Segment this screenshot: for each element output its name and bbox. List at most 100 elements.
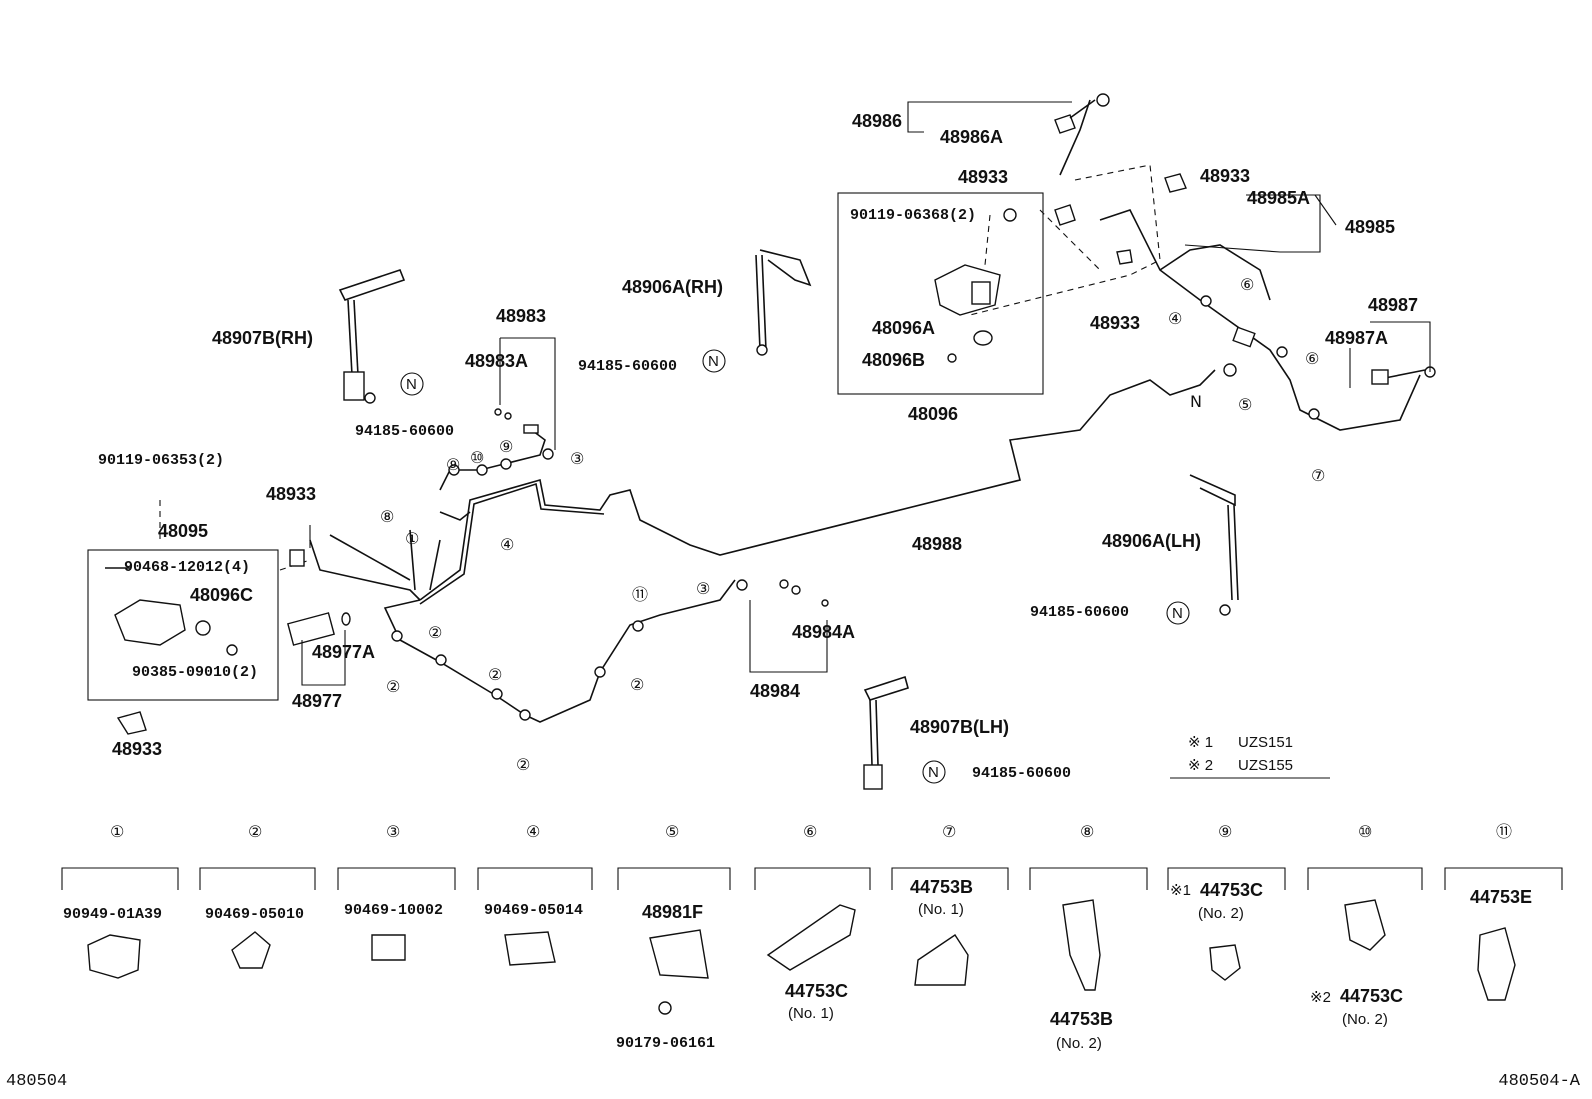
label-48988: 48988	[912, 534, 962, 554]
label-94185-lh2: 94185-60600	[972, 765, 1071, 782]
clip-9-part: 44753C	[1200, 880, 1263, 900]
label-48933-bl: 48933	[112, 739, 162, 759]
box-48095	[87, 549, 279, 701]
label-90119-06353: 90119-06353(2)	[98, 452, 224, 469]
clip-row-brackets	[61, 867, 1563, 890]
svg-text:⑦: ⑦	[1311, 466, 1325, 485]
svg-text:②: ②	[428, 623, 442, 642]
label-48983A: 48983A	[465, 351, 528, 371]
clip-1-part: 90949-01A39	[63, 906, 162, 923]
clip-2-part: 90469-05010	[205, 906, 304, 923]
label-48984A: 48984A	[792, 622, 855, 642]
svg-text:④: ④	[526, 822, 540, 841]
svg-text:⑥: ⑥	[1240, 275, 1254, 294]
label-48096: 48096	[908, 404, 958, 424]
label-48096A: 48096A	[872, 318, 935, 338]
label-48095: 48095	[158, 521, 208, 541]
svg-text:N: N	[406, 376, 417, 393]
svg-text:N: N	[1190, 392, 1202, 411]
label-94185-rh1: 94185-60600	[578, 358, 677, 375]
clip-8-part: 44753B	[1050, 1009, 1113, 1029]
label-90385-09010: 90385-09010(2)	[132, 664, 258, 681]
clip-4-part: 90469-05014	[484, 902, 583, 919]
clip-6-part: 44753C	[785, 981, 848, 1001]
clip-row-numbers: ① ② ③ ④ ⑤ ⑥ ⑦ ⑧ ⑨ ⑩ ⑪	[110, 822, 1512, 841]
label-48987: 48987	[1368, 295, 1418, 315]
pipe-nodes	[391, 295, 1320, 721]
svg-text:③: ③	[570, 449, 584, 468]
clip-10-mark: ※2	[1310, 989, 1331, 1006]
label-48096B: 48096B	[862, 350, 925, 370]
svg-text:②: ②	[516, 755, 530, 774]
svg-text:N: N	[928, 764, 939, 781]
svg-text:④: ④	[1168, 309, 1182, 328]
label-48983: 48983	[496, 306, 546, 326]
n-callouts: N N N N	[400, 349, 1190, 784]
link-48906A-rh	[755, 249, 812, 356]
diagram-id-right: 480504-A	[1498, 1072, 1580, 1091]
svg-text:⑪: ⑪	[632, 585, 648, 604]
svg-text:⑨: ⑨	[1218, 822, 1232, 841]
label-48977A: 48977A	[312, 642, 375, 662]
svg-text:N: N	[1172, 605, 1183, 622]
label-48906A-rh: 48906A(RH)	[622, 277, 723, 297]
clip-11-part: 44753E	[1470, 887, 1532, 907]
clip-9-sub: (No. 2)	[1198, 905, 1244, 922]
link-48906A-lh	[1189, 474, 1239, 616]
label-48096C: 48096C	[190, 585, 253, 605]
label-48985A: 48985A	[1247, 188, 1310, 208]
legend-mark-1: ※ 1	[1188, 734, 1213, 751]
label-48977: 48977	[292, 691, 342, 711]
svg-text:⑥: ⑥	[1305, 349, 1319, 368]
svg-text:①: ①	[110, 822, 124, 841]
svg-text:⑩: ⑩	[470, 448, 484, 467]
clip-7-part: 44753B	[910, 877, 973, 897]
clip-sketches	[87, 899, 1516, 1015]
svg-text:②: ②	[488, 665, 502, 684]
label-48933-tr: 48933	[1200, 166, 1250, 186]
label-48933-top: 48933	[958, 167, 1008, 187]
clip-10-part: 44753C	[1340, 986, 1403, 1006]
svg-text:⑦: ⑦	[942, 822, 956, 841]
label-48906A-lh: 48906A(LH)	[1102, 531, 1201, 551]
svg-text:⑤: ⑤	[665, 822, 679, 841]
height-sensor-48907B-rh	[338, 269, 406, 404]
svg-text:⑨: ⑨	[499, 437, 513, 456]
label-48986: 48986	[852, 111, 902, 131]
svg-text:②: ②	[248, 822, 262, 841]
label-90468-12012: 90468-12012(4)	[124, 559, 250, 576]
svg-text:N: N	[708, 353, 719, 370]
clip-7-sub: (No. 1)	[918, 901, 964, 918]
legend-text-1: UZS151	[1238, 734, 1293, 751]
svg-text:⑩: ⑩	[1358, 822, 1372, 841]
main-pipe-48988	[419, 369, 1216, 601]
svg-text:⑧: ⑧	[380, 507, 394, 526]
label-94185-lh1: 94185-60600	[1030, 604, 1129, 621]
label-48933-left: 48933	[266, 484, 316, 504]
svg-text:⑨: ⑨	[446, 455, 460, 474]
clip-3-part: 90469-10002	[344, 902, 443, 919]
svg-text:②: ②	[386, 677, 400, 696]
svg-text:⑪: ⑪	[1496, 822, 1512, 841]
box-48096	[837, 192, 1044, 395]
clip-8-sub: (No. 2)	[1056, 1035, 1102, 1052]
legend-mark-2: ※ 2	[1188, 757, 1213, 774]
part-48977	[287, 612, 351, 686]
diagram-callouts: ① ② ② ② ② ② ③ ③ ④ ④ ⑤ ⑥ ⑥ ⑦ ⑧ ⑨ ⑨ ⑩ ⑪ N	[380, 275, 1325, 774]
svg-text:④: ④	[500, 535, 514, 554]
clip-6-sub: (No. 1)	[788, 1005, 834, 1022]
clip-9-mark: ※1	[1170, 882, 1191, 899]
valve-48095	[105, 567, 238, 656]
clip-10-sub: (No. 2)	[1342, 1011, 1388, 1028]
svg-text:⑧: ⑧	[1080, 822, 1094, 841]
legend-text-2: UZS155	[1238, 757, 1293, 774]
svg-text:⑤: ⑤	[1238, 395, 1252, 414]
svg-text:①: ①	[405, 529, 419, 548]
svg-text:③: ③	[696, 579, 710, 598]
label-48907B-lh: 48907B(LH)	[910, 717, 1009, 737]
svg-text:③: ③	[386, 822, 400, 841]
valve-48096	[934, 208, 1017, 363]
label-48985: 48985	[1345, 217, 1395, 237]
clip-5-part: 48981F	[642, 902, 703, 922]
